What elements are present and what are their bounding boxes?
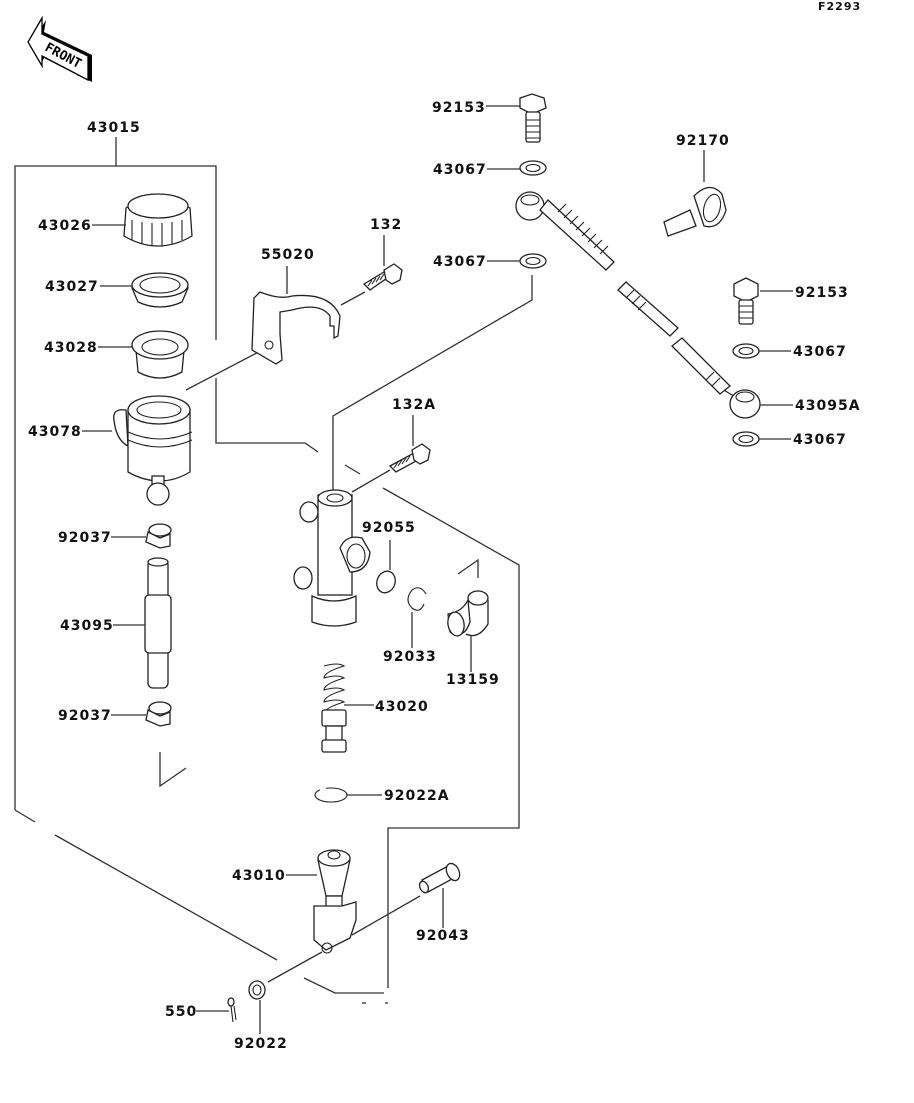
pin-part[interactable] [418,861,462,894]
label-92037-top[interactable]: 92037 [58,530,112,546]
label-132[interactable]: 132 [370,217,402,233]
circlip-fitting-part[interactable] [407,587,427,611]
label-43027[interactable]: 43027 [45,279,99,295]
diagram-code: F2293 [818,0,861,13]
label-92037-bottom[interactable]: 92037 [58,708,112,724]
label-92043[interactable]: 92043 [416,928,470,944]
assembly-frame [14,137,520,1004]
washer-right-1-part[interactable] [732,343,760,359]
banjo-bolt-top-part[interactable] [519,93,547,143]
bracket-part[interactable] [251,291,341,365]
label-550[interactable]: 550 [165,1004,197,1020]
cap-part[interactable] [123,193,193,247]
piston-assy-part[interactable] [321,663,347,753]
bolt-132A-part[interactable] [388,443,431,473]
washer-top-1-part[interactable] [519,160,547,176]
o-ring-part[interactable] [374,569,398,596]
brake-hose-part[interactable] [515,191,761,419]
hose-clamp-bottom-part[interactable] [145,701,172,727]
washer-pin-part[interactable] [248,980,266,1000]
label-92033[interactable]: 92033 [383,649,437,665]
diaphragm-part[interactable] [131,330,189,379]
label-43067-right-2[interactable]: 43067 [793,432,847,448]
label-43020[interactable]: 43020 [375,699,429,715]
front-arrow-icon: FRONT [27,15,92,82]
banjo-bolt-right-part[interactable] [733,277,759,325]
label-43067-top-2[interactable]: 43067 [433,254,487,270]
master-cylinder-body-part[interactable] [293,489,371,627]
fitting-part[interactable] [446,558,489,637]
label-92153-right[interactable]: 92153 [795,285,849,301]
label-92022A[interactable]: 92022A [384,788,450,804]
bolt-132-part[interactable] [362,263,403,291]
push-rod-part[interactable] [313,849,357,954]
label-43028[interactable]: 43028 [44,340,98,356]
label-43010[interactable]: 43010 [232,868,286,884]
reservoir-hose-part[interactable] [144,557,172,689]
label-92022[interactable]: 92022 [234,1036,288,1052]
circlip-part[interactable] [314,786,348,803]
washer-top-2-part[interactable] [519,253,547,269]
label-43095A[interactable]: 43095A [795,398,861,414]
label-43015[interactable]: 43015 [87,120,141,136]
washer-right-2-part[interactable] [732,431,760,447]
label-55020[interactable]: 55020 [261,247,315,263]
label-43067-top-1[interactable]: 43067 [433,162,487,178]
hose-clamp-ring-part[interactable] [663,186,727,237]
cotter-pin-part[interactable] [227,997,237,1023]
label-92170[interactable]: 92170 [676,133,730,149]
label-132A[interactable]: 132A [392,397,436,413]
label-13159[interactable]: 13159 [446,672,500,688]
label-43078[interactable]: 43078 [28,424,82,440]
label-43026[interactable]: 43026 [38,218,92,234]
label-43067-right-1[interactable]: 43067 [793,344,847,360]
hose-clamp-top-part[interactable] [145,523,172,549]
reservoir-part[interactable] [113,395,193,506]
label-43095[interactable]: 43095 [60,618,114,634]
label-92153-top[interactable]: 92153 [432,100,486,116]
label-92055[interactable]: 92055 [362,520,416,536]
plate-part[interactable] [131,272,189,308]
